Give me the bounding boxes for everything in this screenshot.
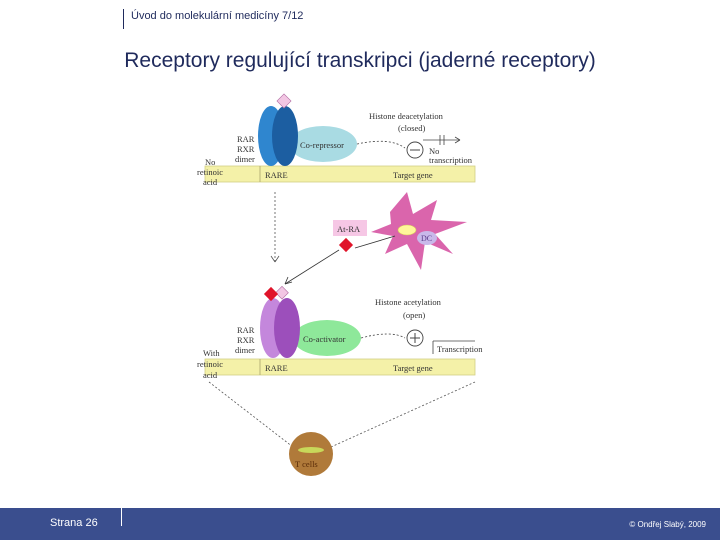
dendritic-cell bbox=[371, 192, 467, 270]
histone-label-bottom-1: Histone acetylation bbox=[375, 297, 442, 307]
page-number: Strana 26 bbox=[50, 517, 98, 529]
footer-bar: Strana 26 © Ondřej Slabý, 2009 bbox=[0, 508, 720, 540]
receptor-label-top-dimer: dimer bbox=[235, 154, 255, 164]
activation-arrow bbox=[360, 333, 406, 339]
header-bar: Úvod do molekulární medicíny 7/12 bbox=[0, 0, 720, 34]
copyright-text: © Ondřej Slabý, 2009 bbox=[629, 520, 706, 529]
coactivator-label: Co-activator bbox=[303, 334, 346, 344]
t-cell-nucleus bbox=[298, 447, 324, 453]
rar-receptor-top bbox=[272, 106, 298, 166]
t-cell-label: T cells bbox=[295, 459, 318, 469]
no-transcription-label-2: transcription bbox=[429, 155, 473, 165]
no-transcription-label-1: No bbox=[429, 146, 439, 156]
dc-label: DC bbox=[421, 234, 432, 243]
dotted-link-tcell-right bbox=[330, 381, 476, 448]
blocked-transcription-arrow bbox=[454, 136, 461, 144]
retinoic-acid-receptor-figure: RARE Target gene Co-repressor RAR RXR di… bbox=[185, 92, 515, 482]
ligand-site-top bbox=[276, 93, 292, 109]
course-title: Úvod do molekulární medicíny 7/12 bbox=[131, 10, 304, 22]
footer-divider bbox=[121, 508, 122, 526]
condition-label-top-2: retinoic bbox=[197, 167, 223, 177]
retinoic-acid-vesicle bbox=[397, 224, 417, 236]
target-gene-label-bottom: Target gene bbox=[393, 363, 433, 373]
header-divider bbox=[123, 9, 124, 29]
condition-label-top-3: acid bbox=[203, 177, 218, 187]
ligand-binding-arrow bbox=[284, 249, 340, 285]
histone-label-top-2: (closed) bbox=[398, 123, 426, 133]
dotted-link-tcell-left bbox=[208, 381, 294, 448]
target-gene-label-top: Target gene bbox=[393, 170, 433, 180]
condition-label-bottom-3: acid bbox=[203, 370, 218, 380]
histone-label-bottom-2: (open) bbox=[403, 310, 425, 320]
ligand-label: At-RA bbox=[337, 224, 361, 234]
transcription-label: Transcription bbox=[437, 344, 483, 354]
ligand-release-arrow bbox=[354, 235, 396, 249]
dna-bar-top bbox=[204, 165, 476, 183]
ligand-diamond-middle bbox=[338, 237, 354, 253]
rare-label-top: RARE bbox=[265, 170, 288, 180]
condition-label-bottom-2: retinoic bbox=[197, 359, 223, 369]
corepressor-shape bbox=[289, 126, 357, 162]
receptor-label-bottom-dimer: dimer bbox=[235, 345, 255, 355]
receptor-label-bottom-rar: RAR bbox=[237, 325, 255, 335]
dna-bar-bottom bbox=[204, 358, 476, 376]
rar-receptor-bottom bbox=[274, 298, 300, 358]
histone-label-top-1: Histone deacetylation bbox=[369, 111, 444, 121]
receptor-label-top-rxr: RXR bbox=[237, 144, 255, 154]
repression-arrow bbox=[356, 140, 406, 149]
ligand-site-bottom-pink bbox=[275, 285, 289, 300]
ligand-bound-bottom bbox=[263, 286, 279, 302]
dendritic-cell-nucleus bbox=[417, 231, 437, 245]
condition-label-top-1: No bbox=[205, 157, 215, 167]
receptor-label-top-rar: RAR bbox=[237, 134, 255, 144]
slide-title: Receptory regulující transkripci (jadern… bbox=[124, 49, 596, 72]
rare-label-bottom: RARE bbox=[265, 363, 288, 373]
coactivator-shape bbox=[293, 320, 361, 356]
ligand-label-box bbox=[333, 220, 367, 236]
condition-label-bottom-1: With bbox=[203, 348, 220, 358]
corepressor-label: Co-repressor bbox=[300, 140, 344, 150]
receptor-label-bottom-rxr: RXR bbox=[237, 335, 255, 345]
t-cell bbox=[289, 432, 333, 476]
